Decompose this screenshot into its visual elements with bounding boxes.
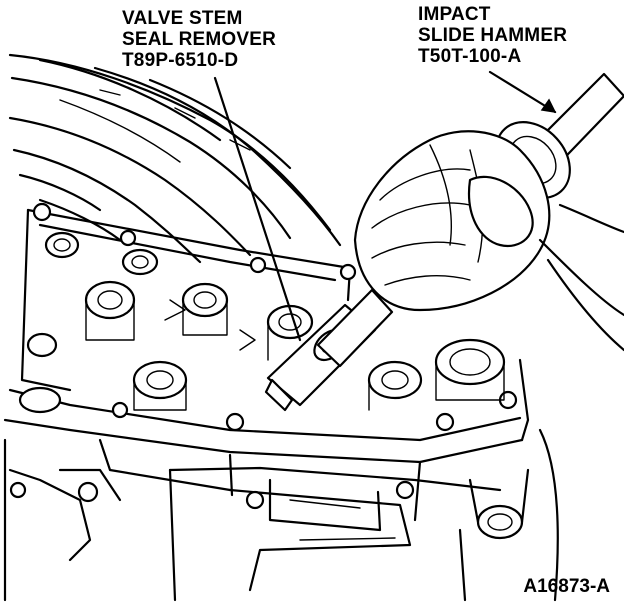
valve-springs (18, 231, 506, 414)
callout-line: IMPACT (418, 4, 491, 25)
callout-line: T89P-6510-D (122, 50, 239, 71)
callout-line: VALVE STEM (122, 8, 243, 29)
slide-hammer-and-hand (316, 72, 624, 368)
slide-hammer-leader-line (488, 70, 557, 114)
intake-manifold-runners (8, 53, 342, 264)
lower-block (3, 428, 559, 602)
valve-stem-seal-remover-callout: VALVE STEM SEAL REMOVER T89P-6510-D (122, 8, 276, 71)
callout-line: SLIDE HAMMER (418, 25, 568, 46)
seal-remover-leader-line (213, 76, 302, 342)
figure-id: A16873-A (523, 576, 610, 597)
callout-line: T50T-100-A (418, 46, 522, 67)
impact-slide-hammer-callout: IMPACT SLIDE HAMMER T50T-100-A (418, 4, 567, 67)
callout-line: SEAL REMOVER (122, 29, 277, 50)
slide-hammer-arrowhead (540, 98, 557, 113)
